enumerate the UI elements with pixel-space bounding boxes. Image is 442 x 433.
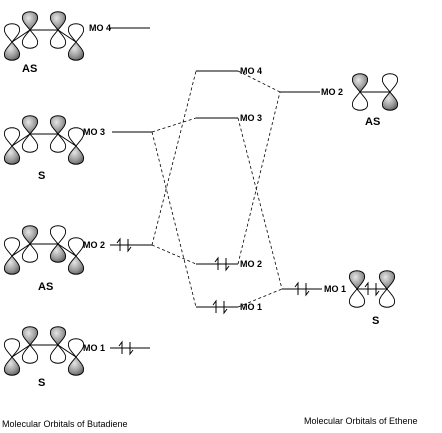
electron-pair-icon (214, 256, 230, 272)
open-lobe (67, 127, 85, 147)
combined-mo4: MO 4 (196, 66, 262, 76)
bond-line (57, 29, 77, 43)
correlation-lines (151, 70, 283, 308)
bond-line (11, 29, 31, 43)
corr-e1-c3 (237, 117, 283, 290)
butadiene-mo4-symmetry: AS (22, 63, 37, 75)
butadiene-mo2: MO 2 AS (38, 240, 152, 293)
shaded-lobe (49, 115, 67, 135)
shaded-lobe (67, 255, 85, 275)
ethene-mo2-orbital (351, 73, 399, 111)
bond-line (11, 133, 31, 147)
open-lobe (381, 73, 399, 93)
ethene-mo1-label: MO 1 (324, 284, 346, 294)
butadiene-mo1-label: MO 1 (83, 343, 105, 353)
corr-e2-c4 (237, 70, 281, 93)
butadiene-mo2-orbital (3, 225, 85, 275)
butadiene-mo3-label: MO 3 (83, 127, 105, 137)
ethene-mo2: MO 2 AS (280, 87, 380, 128)
open-lobe (67, 237, 85, 257)
shaded-lobe (351, 73, 369, 93)
electron-pair-icon (294, 281, 310, 297)
shaded-lobe (49, 11, 67, 31)
butadiene-mo2-symmetry: AS (38, 281, 53, 293)
corr-e2-c2 (237, 91, 281, 265)
combined-mo1: MO 1 (196, 302, 262, 312)
combined-mo3: MO 3 (196, 113, 262, 123)
shaded-lobe (21, 11, 39, 31)
butadiene-mo3: MO 3 S (38, 127, 152, 182)
shaded-lobe (49, 243, 67, 263)
shaded-lobe (21, 115, 39, 135)
open-lobe (21, 344, 39, 364)
combined-mo1-label: MO 1 (240, 302, 262, 312)
corr-e1-c1 (237, 288, 283, 308)
shaded-lobe (381, 91, 399, 111)
butadiene-mo4: MO 4 AS (22, 23, 150, 75)
electron-pairs (116, 237, 380, 356)
open-lobe (49, 225, 67, 245)
open-lobe (3, 127, 21, 147)
butadiene-mo4-label: MO 4 (89, 23, 111, 33)
combined-mo2-label: MO 2 (240, 259, 262, 269)
electron-pair-icon (212, 299, 228, 315)
corr-b2-c4 (151, 70, 197, 246)
electron-pair-icon (116, 237, 132, 253)
open-lobe (3, 23, 21, 43)
open-lobe (49, 29, 67, 49)
shaded-lobe (3, 255, 21, 275)
electron-pair-icon (118, 340, 134, 356)
shaded-lobe (67, 145, 85, 165)
open-lobe (21, 243, 39, 263)
butadiene-mo2-label: MO 2 (83, 240, 105, 250)
combined-mo3-label: MO 3 (240, 113, 262, 123)
shaded-lobe (21, 225, 39, 245)
bond-line (11, 243, 31, 257)
electron-pair-icon (364, 281, 380, 297)
open-lobe (21, 29, 39, 49)
combined-mo4-label: MO 4 (240, 66, 262, 76)
ethene-mo1: MO 1 S (282, 284, 379, 327)
shaded-lobe (67, 356, 85, 376)
open-lobe (3, 338, 21, 358)
shaded-lobe (67, 41, 85, 61)
butadiene-mo3-orbital (3, 115, 85, 165)
ethene-caption: Molecular Orbitals of Ethene (304, 416, 418, 426)
corr-b2-c2 (151, 244, 197, 265)
shaded-lobe (49, 326, 67, 346)
open-lobe (351, 91, 369, 111)
butadiene-mo4-orbital (3, 11, 85, 61)
corr-b3-c3 (151, 117, 197, 133)
bond-line (57, 133, 77, 147)
shaded-lobe (3, 41, 21, 61)
bond-line (11, 344, 31, 358)
ethene-mo2-symmetry: AS (365, 116, 380, 128)
butadiene-mo3-symmetry: S (38, 170, 45, 182)
open-lobe (67, 338, 85, 358)
open-lobe (378, 288, 396, 308)
open-lobe (49, 133, 67, 153)
bond-line (57, 344, 77, 358)
shaded-lobe (3, 145, 21, 165)
orbital-drawings (3, 11, 399, 376)
combined-mo2: MO 2 (196, 259, 262, 269)
bond-line (57, 243, 77, 257)
shaded-lobe (3, 356, 21, 376)
butadiene-caption: Molecular Orbitals of Butadiene (2, 419, 128, 429)
shaded-lobe (21, 326, 39, 346)
ethene-mo2-label: MO 2 (321, 87, 343, 97)
corr-b3-c1 (151, 131, 197, 308)
open-lobe (21, 133, 39, 153)
ethene-mo1-orbital (348, 270, 396, 308)
open-lobe (49, 344, 67, 364)
shaded-lobe (348, 270, 366, 290)
open-lobe (3, 237, 21, 257)
ethene-mo1-symmetry: S (372, 315, 379, 327)
butadiene-mo1-symmetry: S (38, 377, 45, 389)
open-lobe (348, 288, 366, 308)
butadiene-mo1-orbital (3, 326, 85, 376)
open-lobe (67, 23, 85, 43)
shaded-lobe (378, 270, 396, 290)
